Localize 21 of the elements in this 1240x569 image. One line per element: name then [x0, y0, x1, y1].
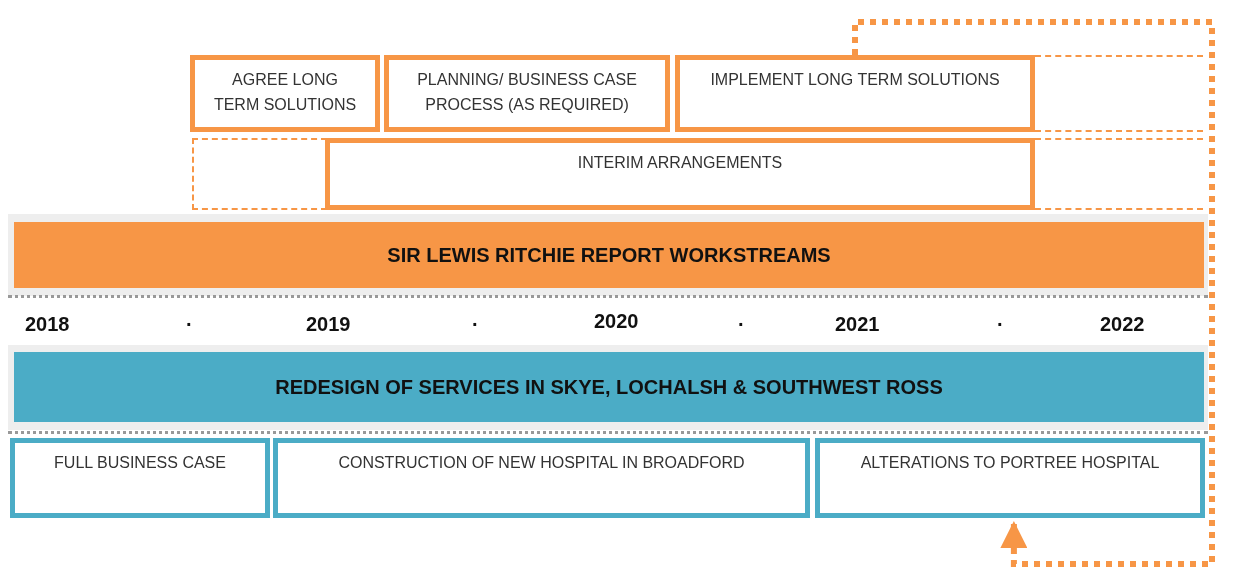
placeholder-box — [1035, 138, 1203, 210]
timeline-box: FULL BUSINESS CASE — [10, 438, 270, 518]
year-label: 2018 — [25, 313, 70, 336]
timeline-box: INTERIM ARRANGEMENTS — [325, 138, 1035, 210]
placeholder-box — [1035, 55, 1203, 132]
separator-dot: · — [472, 313, 479, 336]
separator-dot: · — [186, 313, 193, 336]
timeline-box: PLANNING/ BUSINESS CASE PROCESS (AS REQUIRED) — [384, 55, 670, 132]
timeline-box: AGREE LONG TERM SOLUTIONS — [190, 55, 380, 132]
year-label: 2021 — [835, 313, 880, 336]
separator-dot: · — [738, 313, 745, 336]
timeline-box: IMPLEMENT LONG TERM SOLUTIONS — [675, 55, 1035, 132]
timeline-box: ALTERATIONS TO PORTREE HOSPITAL — [815, 438, 1205, 518]
year-label: 2020 — [594, 310, 639, 333]
separator-dot: · — [997, 313, 1004, 336]
timeline-box: CONSTRUCTION OF NEW HOSPITAL IN BROADFORD — [273, 438, 810, 518]
year-label: 2022 — [1100, 313, 1145, 336]
year-label: 2019 — [306, 313, 351, 336]
dotted-arrow — [852, 19, 1215, 567]
title-band: REDESIGN OF SERVICES IN SKYE, LOCHALSH & SOUTHWEST ROSS — [14, 352, 1204, 422]
title-band: SIR LEWIS RITCHIE REPORT WORKSTREAMS — [14, 222, 1204, 288]
